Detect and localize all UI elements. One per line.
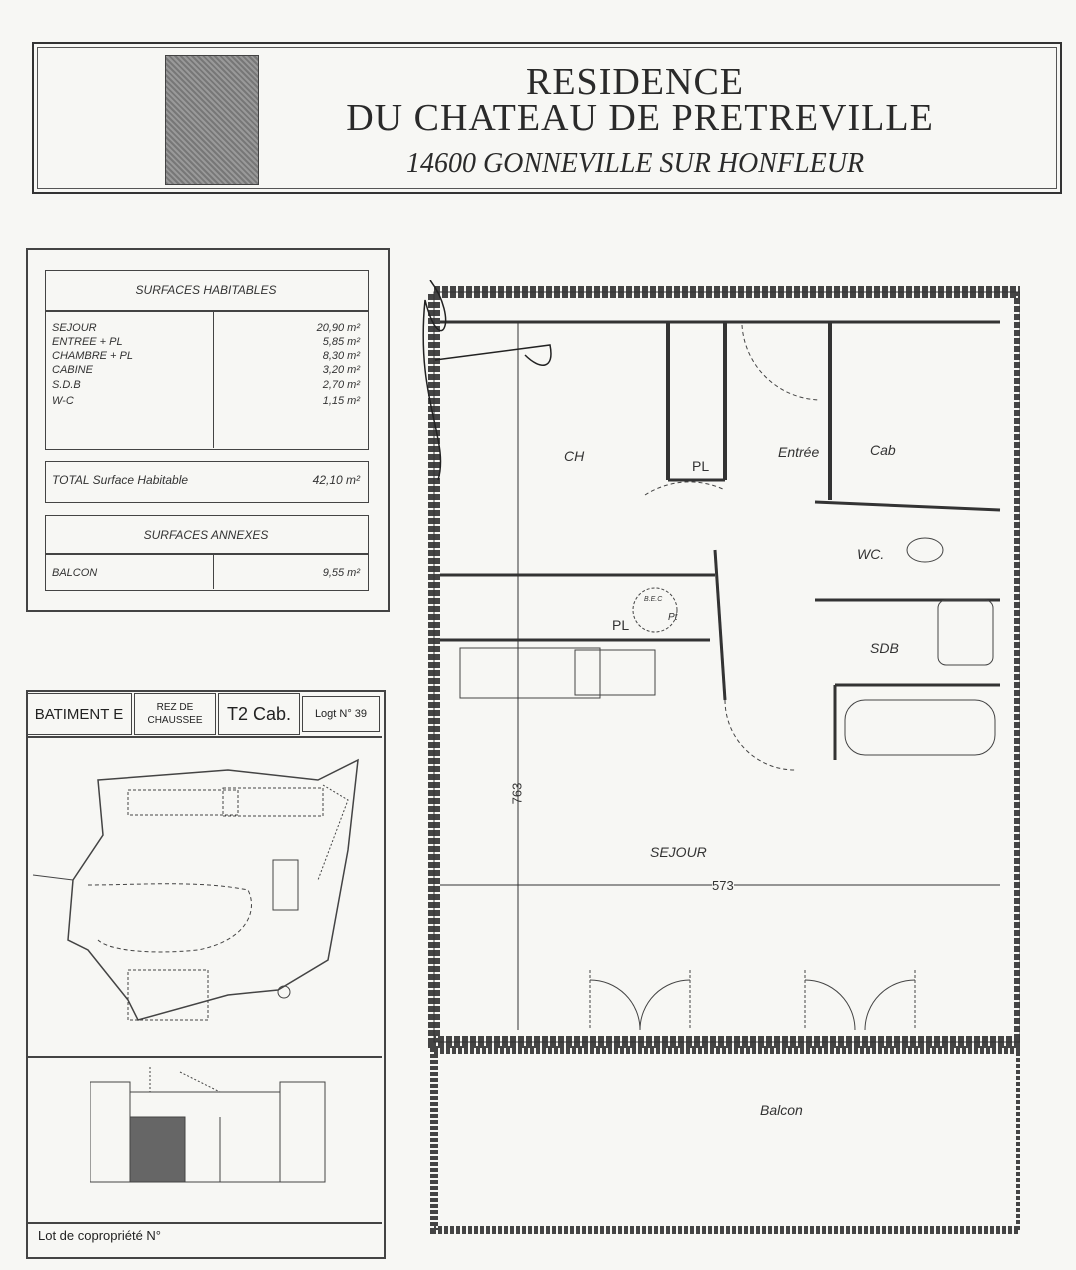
level-cell: REZ DE CHAUSSEE [134, 693, 216, 735]
header-title-line2: DU CHATEAU DE PRETREVILLE [346, 97, 934, 139]
annexes-row-box [45, 553, 369, 591]
surface-label-chambre: CHAMBRE + PL [52, 350, 133, 362]
surface-label-wc: W-C [52, 395, 74, 407]
annexes-divider [213, 553, 214, 589]
header-title-line1: RESIDENCE [526, 61, 744, 103]
surface-value-entree: 5,85 m² [322, 336, 360, 348]
annexes-title: SURFACES ANNEXES [143, 528, 269, 542]
room-wc: WC. [857, 546, 885, 562]
room-pl-2: PL [612, 617, 630, 633]
header-address: 14600 GONNEVILLE SUR HONFLEUR [405, 148, 865, 179]
pt-label: Pt [668, 612, 678, 623]
dim-horizontal: 573 [712, 878, 734, 893]
habitable-title: SURFACES HABITABLES [135, 283, 277, 297]
floor-plan [422, 280, 1020, 1234]
lot-label: Lot de copropriété N° [38, 1228, 161, 1243]
room-ch: CH [564, 448, 585, 464]
habitable-title-box [45, 270, 369, 312]
batiment-map-divider [26, 1056, 382, 1058]
building-cell: BATIMENT E [26, 693, 132, 735]
dim-vertical: 763 [509, 782, 525, 805]
room-sdb: SDB [870, 640, 899, 656]
room-cab: Cab [870, 442, 896, 458]
type-cell: T2 Cab. [218, 693, 300, 735]
surface-label-sdb: S.D.B [52, 379, 81, 391]
batiment-lot-divider [26, 1222, 382, 1224]
site-map [32, 758, 359, 1021]
annexes-title-box [45, 515, 369, 555]
habitable-table [45, 310, 369, 450]
logt-cell: Logt N° 39 [302, 696, 380, 732]
level-line2: CHAUSSEE [147, 715, 203, 726]
annex-label: BALCON [52, 567, 98, 579]
floor-key-diagram [90, 1067, 326, 1183]
total-box [45, 461, 369, 503]
batiment-header-divider [26, 736, 382, 738]
batiment-panel [26, 690, 386, 1259]
total-value: 42,10 m² [312, 473, 360, 487]
residence-logo [165, 55, 259, 185]
room-entree: Entrée [778, 444, 820, 460]
surfaces-panel [26, 248, 390, 612]
bec-label: B.E.C [644, 596, 663, 603]
annex-value: 9,55 m² [322, 567, 360, 579]
total-label: TOTAL Surface Habitable [52, 473, 189, 487]
surface-label-sejour: SEJOUR [52, 322, 97, 334]
room-pl-1: PL [692, 458, 710, 474]
surface-label-entree: ENTREE + PL [52, 336, 123, 348]
surface-value-sejour: 20,90 m² [316, 322, 360, 334]
level-line1: REZ DE [156, 702, 194, 713]
surface-value-chambre: 8,30 m² [322, 350, 360, 362]
surface-value-wc: 1,15 m² [322, 395, 360, 407]
habitable-table-divider [213, 310, 214, 448]
header-frame [32, 42, 1062, 194]
surface-value-sdb: 2,70 m² [322, 379, 360, 391]
surface-value-cabine: 3,20 m² [322, 364, 360, 376]
room-sejour: SEJOUR [650, 844, 707, 860]
surface-label-cabine: CABINE [52, 364, 93, 376]
room-balcon: Balcon [760, 1102, 803, 1118]
